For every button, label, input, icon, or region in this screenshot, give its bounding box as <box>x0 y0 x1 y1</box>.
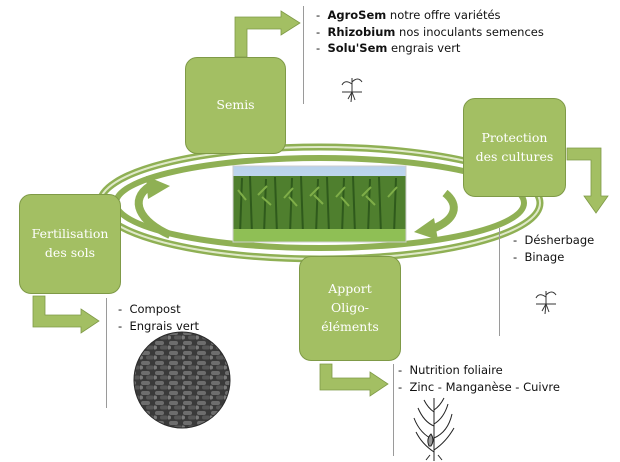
fertilisation-notes: Compost Engrais vert <box>118 301 199 334</box>
note-zinc-manganese-cuivre: Zinc - Manganèse - Cuivre <box>398 379 560 396</box>
cornfield-photo <box>232 165 407 243</box>
corn-plant-icon <box>413 397 455 461</box>
separator-fertilisation <box>106 298 107 408</box>
note-nutrition-foliaire: Nutrition foliaire <box>398 362 560 379</box>
note-compost: Compost <box>118 301 199 318</box>
note-agrosem: AgroSem notre offre variétés <box>316 7 544 24</box>
arrow-apport <box>319 363 389 397</box>
cycle-arrow-left <box>134 176 172 239</box>
compost-pellets-photo <box>133 331 231 429</box>
arrow-fertilisation <box>32 295 100 334</box>
separator-apport <box>393 364 394 456</box>
sprout-icon-2 <box>535 291 557 315</box>
note-binage: Binage <box>513 249 594 266</box>
stage-semis: Semis <box>185 57 286 154</box>
note-solusem: Solu'Sem engrais vert <box>316 40 544 57</box>
separator-protection <box>499 228 500 336</box>
arrow-semis <box>234 10 301 58</box>
apport-notes: Nutrition foliaire Zinc - Manganèse - Cu… <box>398 362 560 395</box>
note-desherbage: Désherbage <box>513 232 594 249</box>
stage-fertilisation: Fertilisation des sols <box>19 194 121 294</box>
separator-semis <box>303 6 304 104</box>
sprout-icon <box>341 78 363 103</box>
cycle-arrow-right <box>414 189 458 240</box>
arrow-protection <box>566 147 609 214</box>
semis-notes: AgroSem notre offre variétés Rhizobium n… <box>316 7 544 57</box>
note-engrais-vert: Engrais vert <box>118 318 199 335</box>
stage-protection: Protection des cultures <box>463 98 566 197</box>
note-rhizobium: Rhizobium nos inoculants semences <box>316 24 543 41</box>
stage-apport: Apport Oligo- éléments <box>299 256 401 361</box>
protection-notes: Désherbage Binage <box>513 232 594 265</box>
